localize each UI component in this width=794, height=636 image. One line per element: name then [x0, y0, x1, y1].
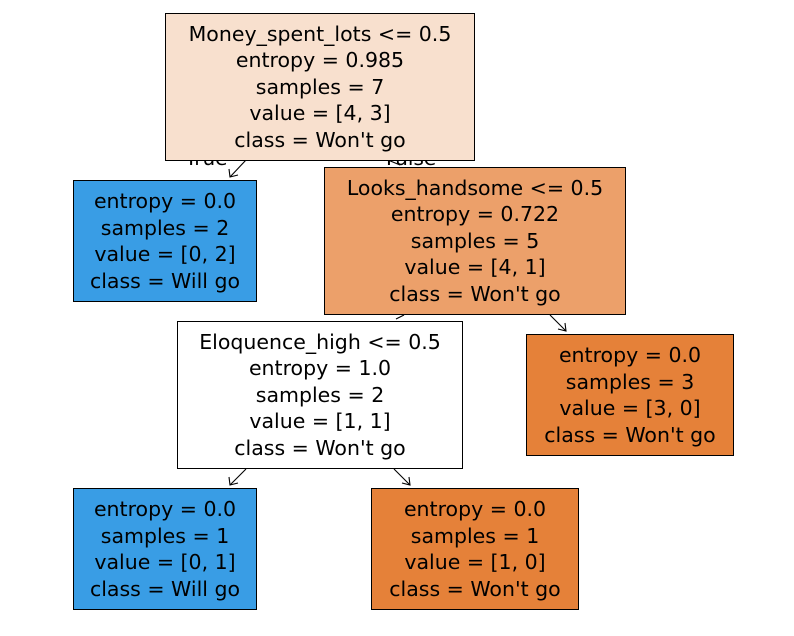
edge-right-split-to-mid-split	[395, 314, 405, 320]
right-split-node: Looks_handsome <= 0.5 entropy = 0.722 sa…	[324, 167, 626, 315]
right-split-entropy: entropy = 0.722	[390, 202, 560, 227]
right-leaf-value: value = [3, 0]	[559, 396, 701, 420]
bottom-right-leaf-entropy: entropy = 0.0	[403, 497, 547, 521]
right-split-rule: Looks_handsome <= 0.5	[346, 175, 604, 200]
mid-split-node: Eloquence_high <= 0.5 entropy = 1.0 samp…	[177, 321, 463, 469]
mid-split-samples: samples = 2	[255, 382, 385, 407]
right-split-value: value = [4, 1]	[404, 255, 546, 280]
root-class: class = Won't go	[234, 127, 406, 152]
mid-split-rule: Eloquence_high <= 0.5	[199, 329, 441, 354]
bottom-left-leaf-node: entropy = 0.0 samples = 1 value = [0, 1]…	[73, 488, 257, 610]
arrowhead-right-split-to-right-leaf	[557, 322, 567, 332]
right-leaf-samples: samples = 3	[565, 369, 695, 394]
left-leaf-value: value = [0, 2]	[94, 242, 236, 266]
right-leaf-entropy: entropy = 0.0	[558, 343, 702, 367]
root-entropy: entropy = 0.985	[235, 48, 405, 73]
root-node: Money_spent_lots <= 0.5 entropy = 0.985 …	[165, 13, 475, 161]
bottom-right-leaf-node: entropy = 0.0 samples = 1 value = [1, 0]…	[371, 488, 579, 610]
mid-split-class: class = Won't go	[234, 435, 406, 460]
edge-mid-split-to-bottom-right-leaf	[393, 468, 411, 486]
left-leaf-class: class = Will go	[89, 268, 241, 293]
left-leaf-entropy: entropy = 0.0	[93, 189, 237, 213]
edge-root-to-left-leaf	[229, 159, 247, 178]
mid-split-entropy: entropy = 1.0	[248, 356, 392, 381]
bottom-left-leaf-samples: samples = 1	[100, 523, 230, 548]
root-split-rule: Money_spent_lots <= 0.5	[188, 21, 452, 46]
mid-split-value: value = [1, 1]	[249, 409, 391, 434]
bottom-right-leaf-class: class = Won't go	[389, 576, 561, 601]
arrowhead-root-to-left-leaf	[228, 168, 239, 178]
arrowhead-mid-split-to-bottom-left-leaf	[228, 476, 239, 486]
left-leaf-samples: samples = 2	[100, 215, 230, 240]
bottom-right-leaf-value: value = [1, 0]	[404, 550, 546, 574]
root-samples: samples = 7	[255, 74, 385, 99]
right-leaf-class: class = Won't go	[544, 422, 716, 447]
root-value: value = [4, 3]	[249, 101, 391, 126]
edge-mid-split-to-bottom-left-leaf	[229, 468, 247, 486]
right-split-samples: samples = 5	[410, 228, 540, 253]
left-leaf-node: entropy = 0.0 samples = 2 value = [0, 2]…	[73, 180, 257, 302]
right-leaf-node: entropy = 0.0 samples = 3 value = [3, 0]…	[526, 334, 734, 456]
bottom-left-leaf-entropy: entropy = 0.0	[93, 497, 237, 521]
bottom-left-leaf-class: class = Will go	[89, 576, 241, 601]
edge-right-split-to-right-leaf	[549, 314, 567, 332]
bottom-left-leaf-value: value = [0, 1]	[94, 550, 236, 574]
bottom-right-leaf-samples: samples = 1	[410, 523, 540, 548]
right-split-class: class = Won't go	[389, 281, 561, 306]
arrowhead-mid-split-to-bottom-right-leaf	[401, 476, 411, 486]
